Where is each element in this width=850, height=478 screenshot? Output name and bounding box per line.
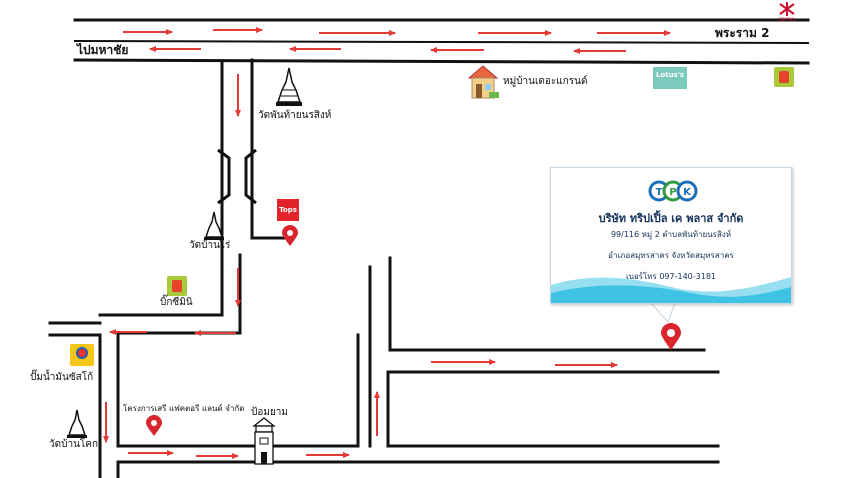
branch-road-mid <box>386 370 720 448</box>
pai-mahachai-label: ไปมหาชัย <box>77 43 129 57</box>
wat-phan-thai-label: วัดพันท้ายนรสิงห์ <box>258 110 332 121</box>
rama2-road-bottom-edge <box>73 58 810 65</box>
tpk-logo-icon: T P K <box>648 180 698 202</box>
roads <box>48 18 810 478</box>
company-address-line2: อำเภอสมุทรสาคร จังหวัดสมุทรสาคร <box>608 251 734 260</box>
inner-road-c <box>48 333 102 478</box>
bridge <box>217 148 257 205</box>
svg-text:T: T <box>656 187 663 198</box>
rama2-label: พระราม 2 <box>715 26 770 40</box>
company-info-card: T P K บริษัท ทริปเปิ้ล เค พลาส จำกัด 99/… <box>550 167 792 304</box>
lotus-logo-icon: Lotus's <box>653 67 687 89</box>
branch-road-top <box>388 256 706 352</box>
side-road-right-edge <box>250 58 292 240</box>
central-logo-icon: CENTRAL <box>776 2 798 22</box>
house-icon <box>467 65 499 99</box>
svg-text:K: K <box>683 187 692 198</box>
company-name: บริษัท ทริปเปิ้ล เค พลาส จำกัด <box>598 212 744 225</box>
gas-station-icon <box>70 344 94 366</box>
side-road-left-edge <box>98 60 224 317</box>
temple-icon <box>204 211 224 240</box>
temple-icon <box>276 67 302 106</box>
company-address-line1: 99/116 หมู่ 2 ตำบลพันท้ายนรสิงห์ <box>610 230 732 239</box>
pin-icon <box>661 323 681 350</box>
wat-ban-rai-label: วัดบ้านไร่ <box>189 240 231 251</box>
svg-text:P: P <box>669 187 676 198</box>
inner-road-a <box>116 253 360 448</box>
card-wave-decoration <box>551 277 791 303</box>
seven-eleven-icon <box>774 67 794 87</box>
pin-icon <box>282 225 298 246</box>
gas-station-label: ปั๊มน้ำมันซัสโก้ <box>30 372 94 383</box>
big-c-mini-label: บิ๊กซีมินิ <box>160 297 193 308</box>
watch-tower-label: ป้อมยาม <box>251 407 289 418</box>
company-phone: เบอร์โทร 097-140-3181 <box>626 272 716 281</box>
watch-tower-icon <box>252 417 276 465</box>
village-label: หมู่บ้านเดอะแกรนด์ <box>503 76 588 87</box>
factory-label: โครงการเสรี แฟคตอรี แลนด์ จำกัด <box>123 404 245 413</box>
temple-icon <box>67 409 87 438</box>
rama2-road-median <box>73 39 810 45</box>
pin-icon <box>146 415 162 436</box>
tops-logo-icon: Tops <box>277 199 299 221</box>
seven-eleven-icon <box>167 276 187 296</box>
svg-text:CENTRAL: CENTRAL <box>778 17 797 22</box>
traffic-arrows <box>103 27 671 459</box>
wat-ban-khok-label: วัดบ้านโคก <box>49 439 99 450</box>
